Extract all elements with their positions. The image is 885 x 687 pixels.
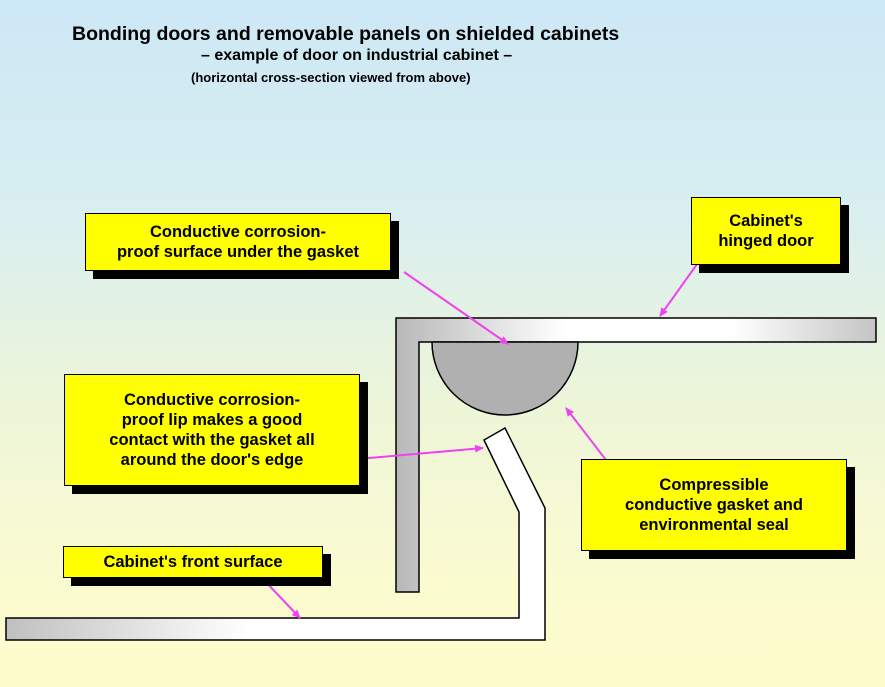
callout-line: conductive gasket and [625, 496, 803, 514]
callout-lip: Conductive corrosion- proof lip makes a … [64, 374, 360, 486]
callout-line: around the door's edge [120, 451, 304, 469]
diagram-title: Bonding doors and removable panels on sh… [72, 23, 620, 45]
callout-line: Cabinet's [729, 212, 803, 230]
callout-line: contact with the gasket all [109, 431, 315, 449]
callout-front-surface: Cabinet's front surface [63, 546, 323, 578]
callout-line: Conductive corrosion- [123, 391, 300, 409]
diagram-subtitle: – example of door on industrial cabinet … [201, 47, 513, 64]
arrow-hinged-door [659, 259, 701, 317]
callout-line: proof lip makes a good [121, 411, 303, 429]
cabinet-front-surface [5, 426, 546, 641]
arrow-gasket [565, 407, 607, 461]
cabinet-door [395, 317, 877, 593]
callout-gasket: Compressible conductive gasket and envir… [581, 459, 847, 551]
callout-line: Cabinet's front surface [103, 553, 283, 571]
callout-line: environmental seal [639, 516, 789, 534]
callout-line: hinged door [718, 232, 814, 250]
callout-surface-under-gasket: Conductive corrosion- proof surface unde… [85, 213, 391, 271]
diagram-note: (horizontal cross-section viewed from ab… [191, 70, 471, 85]
callout-line: Conductive corrosion- [149, 223, 326, 241]
callout-line: Compressible [659, 476, 769, 494]
callout-line: proof surface under the gasket [116, 243, 360, 261]
gasket [431, 341, 579, 416]
arrow-front-surface [261, 577, 301, 619]
callout-hinged-door: Cabinet's hinged door [691, 197, 841, 265]
arrow-surface-under-gasket [403, 271, 509, 345]
arrow-lip [357, 444, 484, 460]
